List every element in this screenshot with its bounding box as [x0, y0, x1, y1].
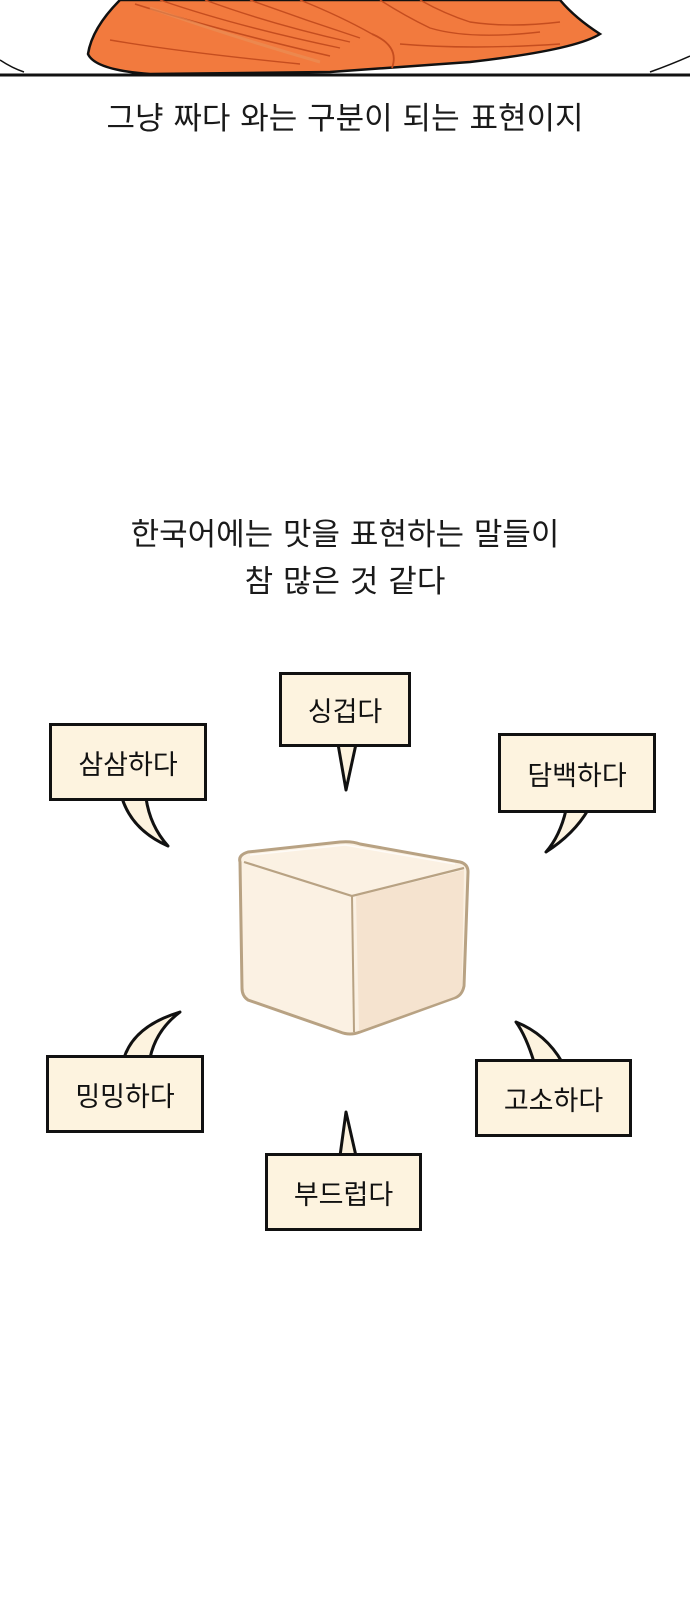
speech-bubble-mingminghada: 밍밍하다	[46, 1055, 204, 1133]
speech-bubble-gosohada: 고소하다	[475, 1059, 632, 1137]
caption-line-2: 참 많은 것 같다	[244, 563, 446, 600]
speech-bubble-samsamhada: 삼삼하다	[49, 723, 207, 801]
caption-salty-distinction: 그냥 짜다 와는 구분이 되는 표현이지	[106, 101, 584, 137]
bubble-tail-samsamhada	[120, 797, 170, 848]
speech-bubble-budeureopda: 부드럽다	[265, 1153, 422, 1231]
bubble-tail-budeureopda	[338, 1110, 358, 1157]
bubble-tail-mingminghada	[122, 1010, 182, 1059]
bubble-tail-dambaekhada	[544, 809, 590, 854]
tofu-cube-illustration	[238, 840, 470, 1036]
bubble-tail-gosohada	[514, 1020, 564, 1063]
plate-edge-right	[649, 55, 690, 73]
speech-bubble-dambaekhada: 담백하다	[498, 733, 656, 813]
plate-edge-left	[0, 59, 25, 73]
caption-korean-taste-words: 한국어에는 맛을 표현하는 말들이 참 많은 것 같다	[0, 512, 690, 605]
speech-bubble-singgeopda: 싱겁다	[279, 672, 411, 747]
bubble-tail-singgeopda	[336, 743, 358, 792]
caption-line-1: 한국어에는 맛을 표현하는 말들이	[130, 517, 560, 553]
salmon-slice-illustration	[86, 0, 603, 76]
